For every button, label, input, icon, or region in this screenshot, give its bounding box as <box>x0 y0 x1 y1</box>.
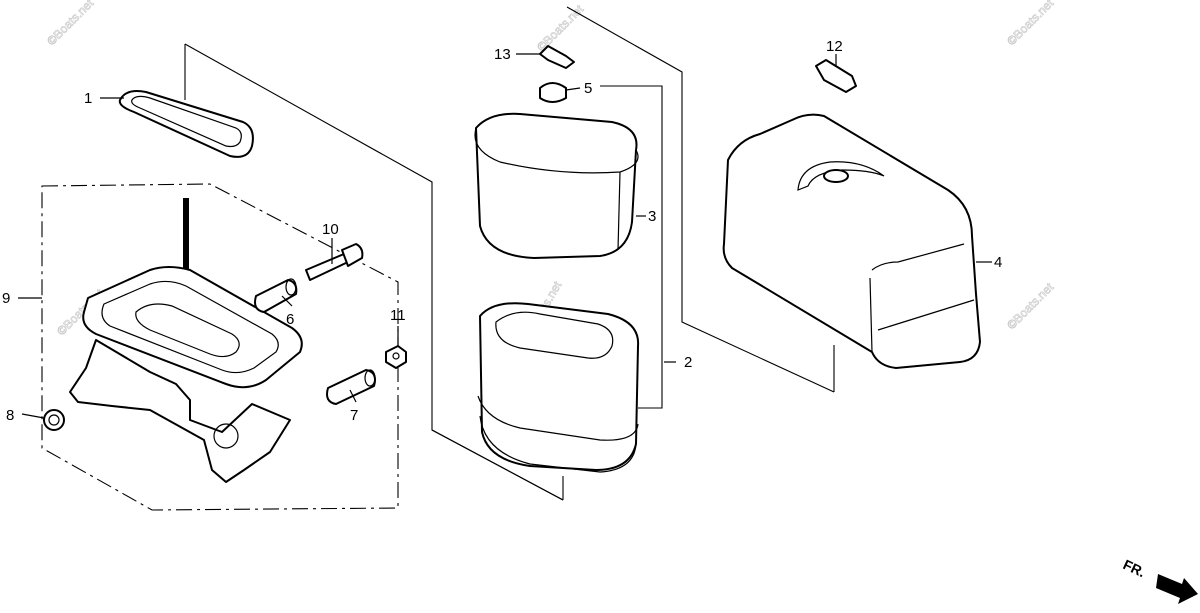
paper-element-icon <box>477 302 640 473</box>
watermark: ©Boats.net <box>534 2 586 54</box>
wing-nut-icon <box>539 45 575 69</box>
callouts: 1 2 3 4 5 6 7 8 9 10 11 12 13 <box>2 38 1002 424</box>
callout-6: 6 <box>286 311 294 328</box>
callout-1: 1 <box>84 90 92 107</box>
element-frame <box>431 6 835 501</box>
wing-nut-icon <box>815 59 857 93</box>
grommet-icon <box>43 409 65 431</box>
case-subassembly-outline <box>41 183 399 511</box>
collar-icon <box>254 278 298 313</box>
callout-7: 7 <box>350 407 358 424</box>
watermark: ©Boats.net <box>44 0 96 48</box>
watermark: ©Boats.net <box>1004 0 1056 48</box>
front-direction-label: FR. <box>1121 556 1148 580</box>
callout-4: 4 <box>994 254 1002 271</box>
callout-13: 13 <box>494 46 511 63</box>
callout-8: 8 <box>6 407 14 424</box>
callout-11: 11 <box>390 307 406 324</box>
collar-icon <box>326 369 376 405</box>
flange-nut-icon <box>385 345 407 369</box>
callout-9: 9 <box>2 290 10 307</box>
leader-lines <box>18 53 992 419</box>
callout-2: 2 <box>684 354 692 371</box>
foam-element-icon <box>474 112 639 259</box>
arrow-icon <box>1156 574 1198 604</box>
element-bracket <box>600 85 663 409</box>
assembly-frames <box>41 6 835 511</box>
air-cleaner-cover-icon <box>722 113 981 369</box>
callout-12: 12 <box>826 38 843 55</box>
leader-line <box>349 389 357 403</box>
leader-line <box>565 87 581 91</box>
callout-5: 5 <box>584 80 592 97</box>
callout-3: 3 <box>648 208 656 225</box>
air-cleaner-case-icon <box>69 198 303 483</box>
callout-10: 10 <box>322 221 339 238</box>
watermark: ©Boats.net <box>1004 280 1056 332</box>
leader-line <box>21 413 45 419</box>
gasket-icon <box>118 90 254 158</box>
grommet-icon <box>539 82 567 103</box>
front-direction-indicator: FR. <box>1121 556 1198 604</box>
leader-line <box>281 295 293 307</box>
flange-bolt-icon <box>305 243 364 281</box>
